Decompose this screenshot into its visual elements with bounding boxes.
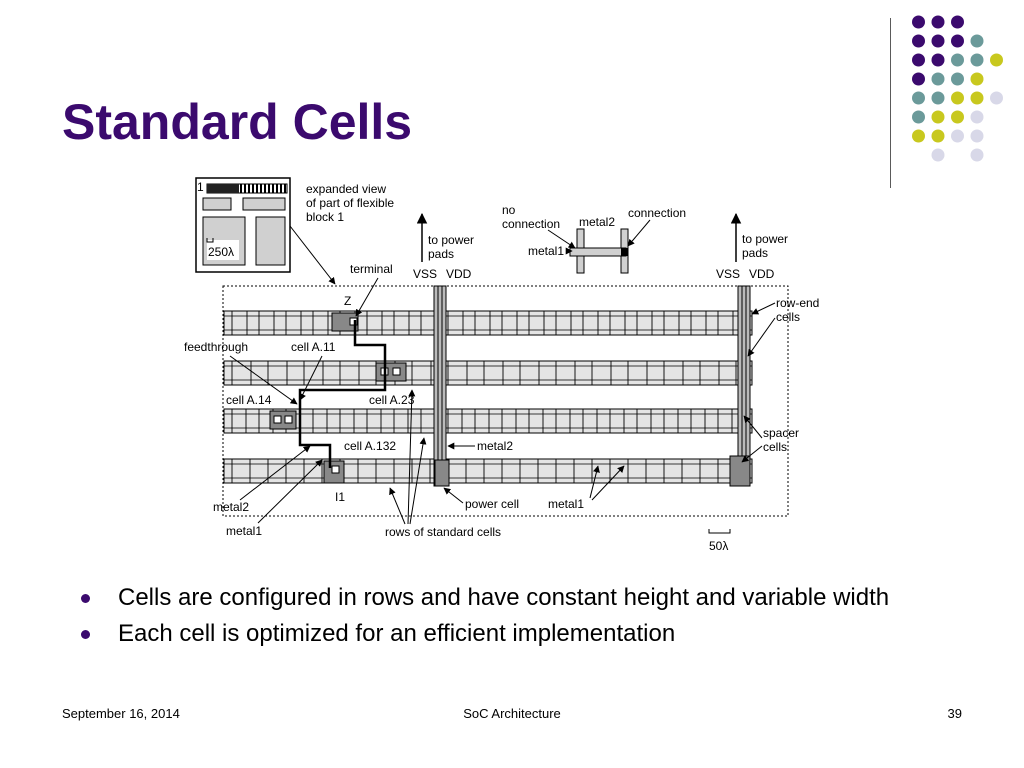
z-label: Z (344, 294, 351, 308)
vss-label-left: VSS (413, 267, 437, 281)
standard-cell-rows (223, 310, 753, 484)
cell-a132-label: cell A.132 (344, 439, 396, 453)
vdd-label-left: VDD (446, 267, 472, 281)
cell-row (223, 310, 753, 336)
slide-title: Standard Cells (62, 94, 413, 150)
decorative-dot (951, 72, 964, 86)
decorative-dot-grid (912, 15, 1003, 162)
decorative-dot (931, 53, 945, 67)
decorative-dot (912, 53, 925, 67)
spacer-cells-label-2: cells (763, 440, 787, 454)
cell-row (223, 408, 753, 434)
row-end-cells-label-1: row-end (776, 296, 819, 310)
row-end-cells-label-2: cells (776, 310, 800, 324)
decorative-dot (951, 34, 964, 48)
title-divider-line (890, 18, 891, 188)
decorative-dot (951, 53, 964, 67)
bullet-dot-icon (81, 594, 90, 603)
decorative-dot (970, 34, 984, 48)
footer-date: September 16, 2014 (62, 706, 180, 721)
decorative-dot (990, 53, 1003, 67)
decorative-dot (912, 110, 925, 124)
expanded-view-inset: 1 250λ (195, 177, 291, 273)
decorative-dot (951, 129, 964, 143)
power-cell-label: power cell (465, 497, 519, 511)
bullet-text-2: Each cell is optimized for an efficient … (118, 620, 676, 647)
metal2-mid-label: metal2 (477, 439, 513, 453)
bullet-item: Each cell is optimized for an efficient … (80, 619, 960, 648)
decorative-dot (931, 148, 945, 162)
spacer-cells-label-1: spacer (763, 426, 799, 440)
inset-scale-label: 250λ (208, 245, 234, 259)
no-connection-label-1: no (502, 203, 516, 217)
decorative-dot (970, 53, 984, 67)
footer-title: SoC Architecture (463, 706, 561, 721)
routing-wire (298, 320, 387, 468)
bullet-dot-icon (81, 630, 90, 639)
cell-row (223, 458, 753, 484)
decorative-dot (970, 129, 984, 143)
scale-bar-label: 50λ (709, 539, 728, 553)
to-power-pads-label-right-2: pads (742, 246, 768, 260)
decorative-dot (912, 34, 925, 48)
vdd-label-right: VDD (749, 267, 775, 281)
metal1-bottom-left-label: metal1 (226, 524, 262, 538)
inset-block-number: 1 (197, 180, 204, 194)
metal2-top-label: metal2 (579, 215, 615, 229)
decorative-dot (970, 148, 984, 162)
feedthrough-label: feedthrough (184, 340, 248, 354)
bullet-text-1: Cells are configured in rows and have co… (118, 584, 890, 611)
block-boundary (222, 285, 789, 517)
decorative-dot (912, 129, 925, 143)
standard-cells-diagram: 1 250λ expanded view of part of flexible… (184, 177, 819, 553)
decorative-dot (912, 15, 925, 29)
power-rails (433, 285, 751, 487)
decorative-dot (931, 34, 945, 48)
i1-label: I1 (335, 490, 345, 504)
to-power-pads-label-left-1: to power (428, 233, 474, 247)
expanded-view-label-3: block 1 (306, 210, 344, 224)
terminal-label: terminal (350, 262, 393, 276)
to-power-pads-label-right-1: to power (742, 232, 788, 246)
cell-row (223, 360, 753, 386)
footer-page-number: 39 (947, 706, 962, 721)
decorative-dot (970, 110, 984, 124)
decorative-dot (951, 15, 964, 29)
expanded-view-label-2: of part of flexible (306, 196, 394, 210)
connection-label: connection (628, 206, 686, 220)
cell-a23-label: cell A.23 (369, 393, 415, 407)
cell-a14-label: cell A.14 (226, 393, 272, 407)
metal1-bottom-label: metal1 (548, 497, 584, 511)
decorative-dot (912, 91, 925, 105)
to-power-pads-label-left-2: pads (428, 247, 454, 261)
metal1-top-label: metal1 (528, 244, 564, 258)
highlighted-cells (269, 312, 407, 484)
connection-detail (547, 219, 651, 274)
decorative-dot (931, 129, 945, 143)
no-connection-label-2: connection (502, 217, 560, 231)
decorative-dot (970, 91, 984, 105)
decorative-dot (990, 91, 1003, 105)
decorative-dot (931, 15, 945, 29)
decorative-dot (912, 72, 925, 86)
metal2-bottom-label: metal2 (213, 500, 249, 514)
decorative-dot (970, 72, 984, 86)
bullet-item: Cells are configured in rows and have co… (80, 583, 960, 612)
cell-a11-label: cell A.11 (291, 340, 336, 354)
decorative-dot (951, 110, 964, 124)
expanded-view-label-1: expanded view (306, 182, 386, 196)
decorative-dot (951, 91, 964, 105)
bullet-list: Cells are configured in rows and have co… (80, 583, 960, 655)
decorative-dot (931, 110, 945, 124)
decorative-dot (931, 72, 945, 86)
decorative-dot (931, 91, 945, 105)
vss-label-right: VSS (716, 267, 740, 281)
rows-of-standard-cells-label: rows of standard cells (385, 525, 501, 539)
